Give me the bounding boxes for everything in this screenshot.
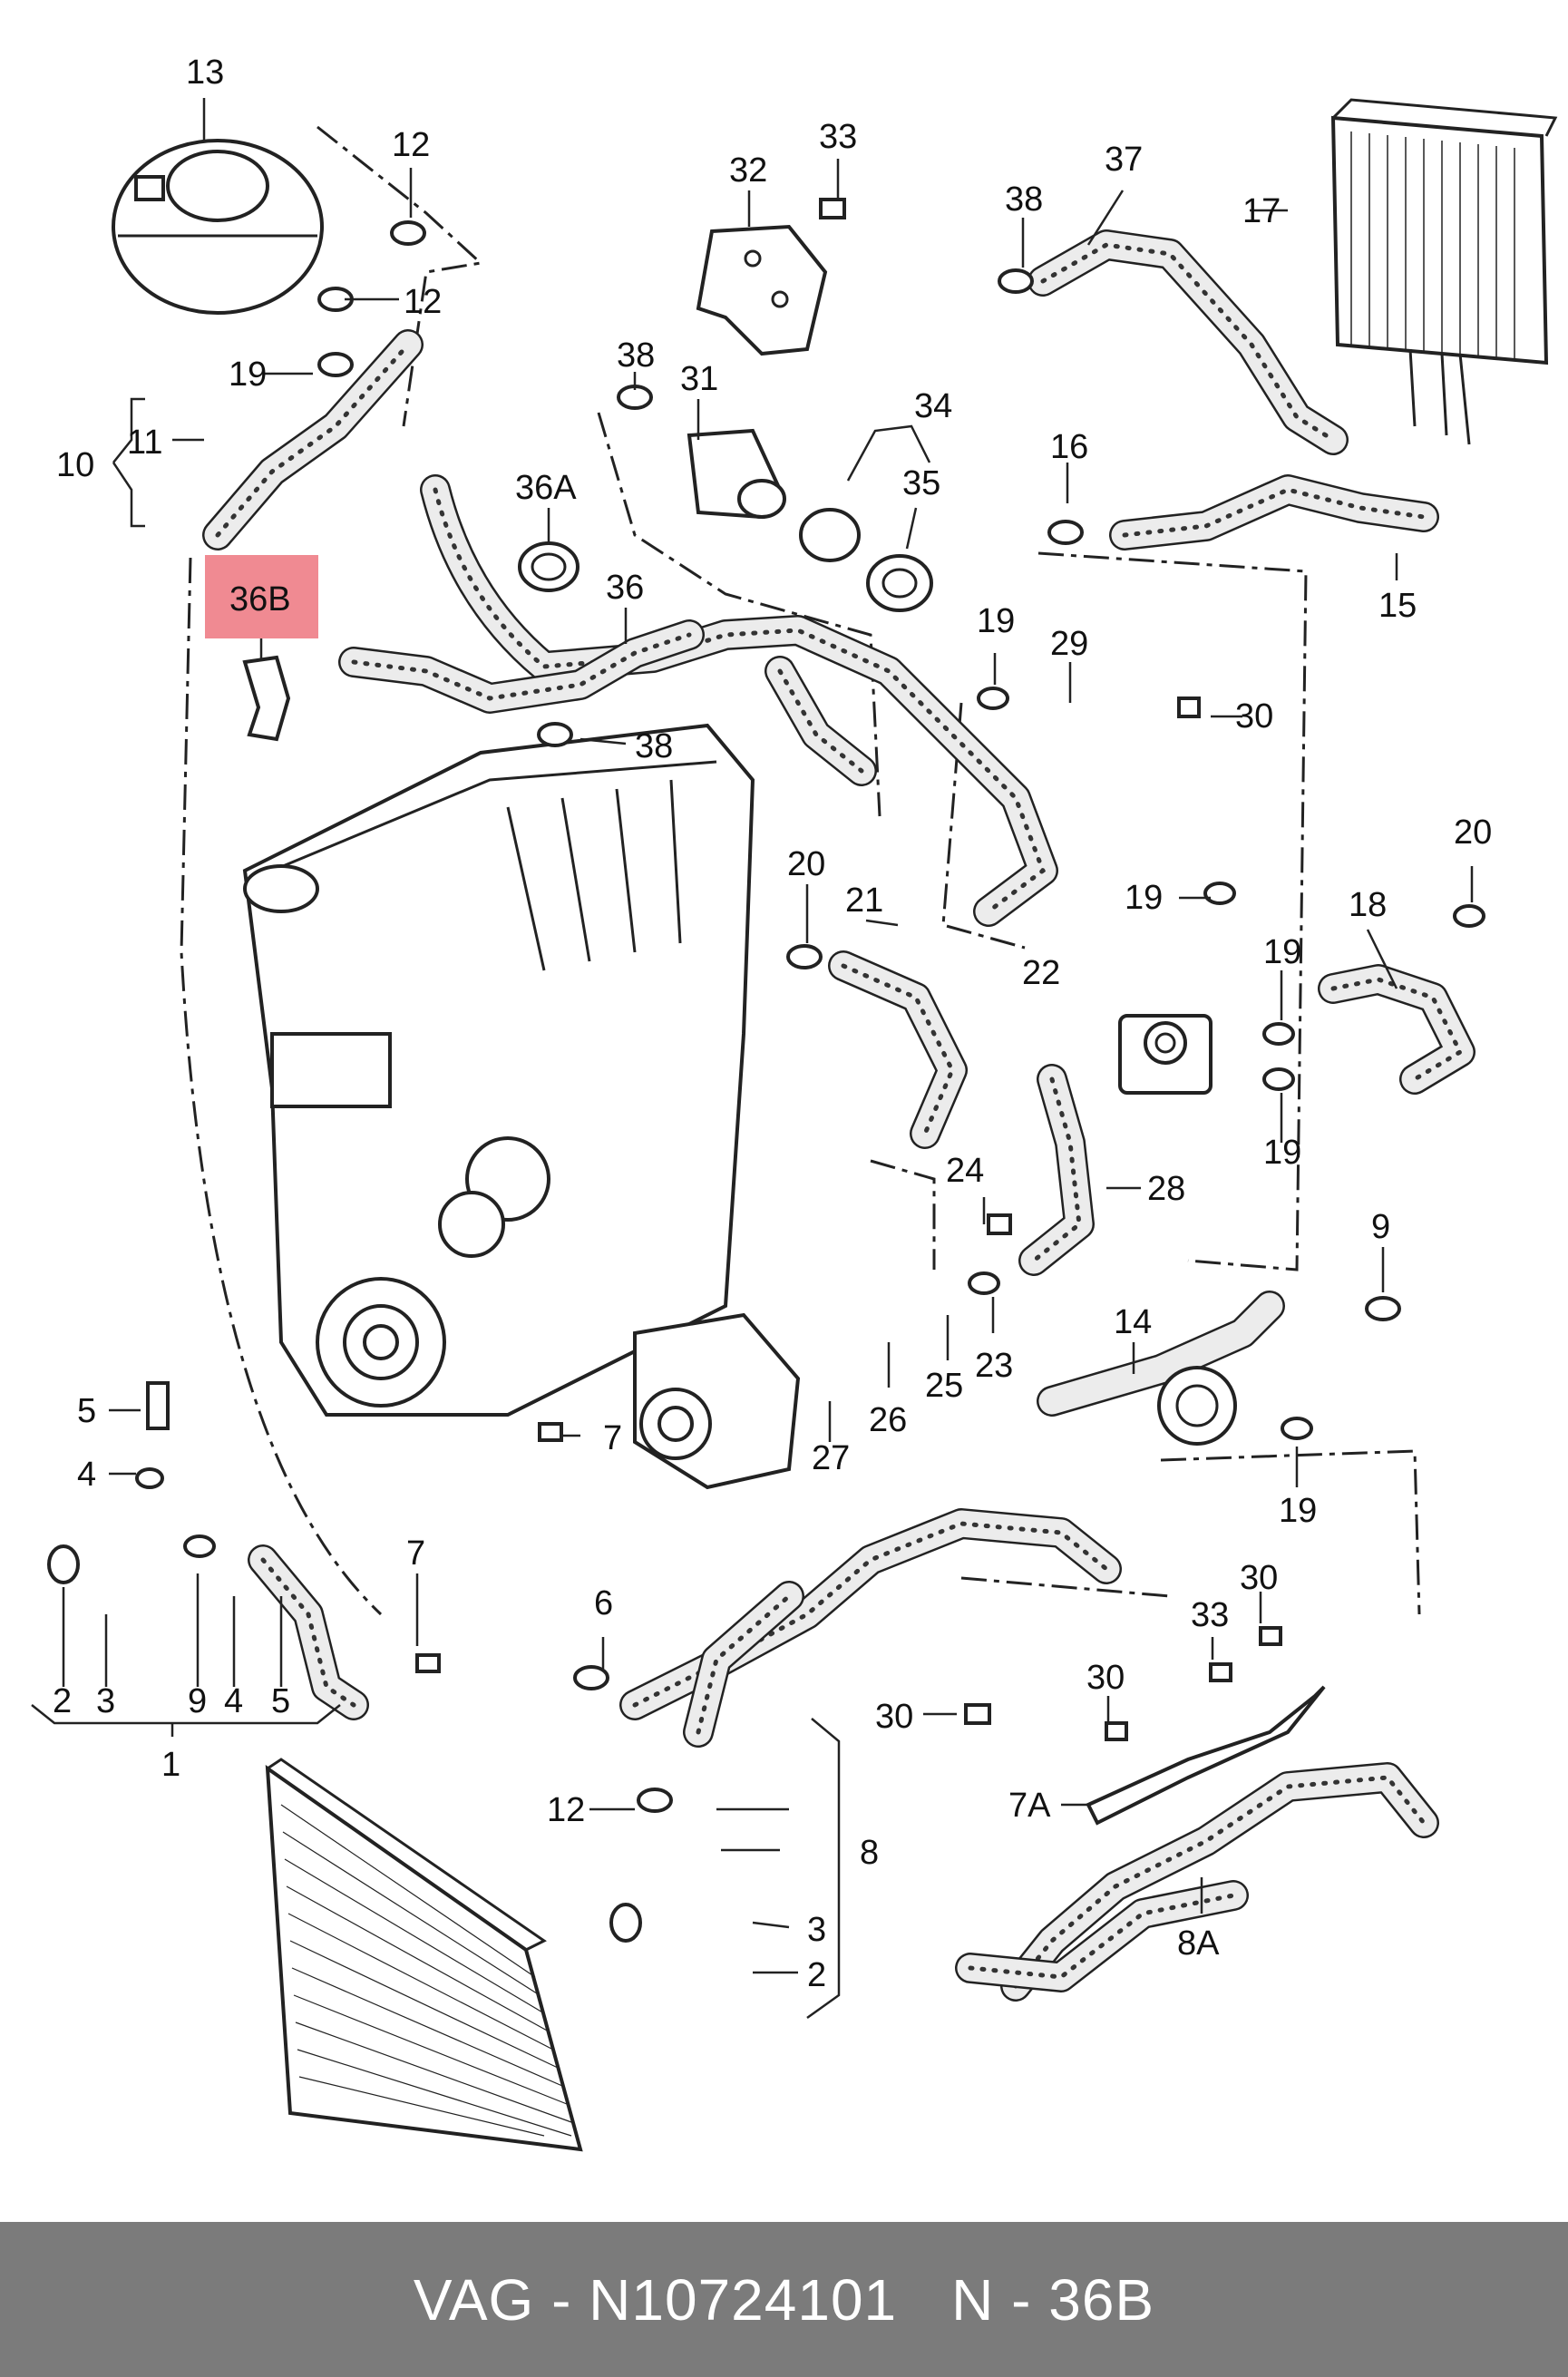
label-14: 14 — [1114, 1303, 1152, 1341]
label-7: 7 — [603, 1419, 622, 1457]
label-23: 23 — [975, 1347, 1013, 1385]
label-3: 3 — [807, 1911, 826, 1949]
label-27: 27 — [812, 1439, 850, 1477]
heater-core — [1330, 98, 1558, 445]
label-29: 29 — [1050, 625, 1088, 663]
label-37: 37 — [1105, 141, 1143, 179]
label-30: 30 — [1235, 697, 1273, 736]
label-32: 32 — [729, 151, 767, 190]
radiator — [265, 1758, 583, 2152]
label-7a: 7A — [1008, 1787, 1051, 1825]
sensor-ring — [799, 508, 933, 612]
label-8a: 8A — [1177, 1924, 1220, 1963]
label-2: 2 — [807, 1956, 826, 1994]
label-33: 33 — [1191, 1596, 1229, 1634]
labels: 13 12 12 19 10 11 36B 32 33 38 31 34 35 … — [53, 54, 1492, 1994]
label-12: 12 — [404, 283, 442, 321]
label-17: 17 — [1242, 192, 1281, 230]
label-34: 34 — [914, 387, 952, 425]
engine-block — [242, 723, 755, 1417]
flange — [1037, 1291, 1285, 1446]
label-35: 35 — [902, 464, 940, 502]
label-7: 7 — [406, 1534, 425, 1573]
label-20: 20 — [1454, 813, 1492, 852]
clip-36a — [518, 541, 579, 592]
label-2: 2 — [53, 1682, 72, 1720]
label-18: 18 — [1349, 886, 1387, 924]
label-9: 9 — [1371, 1208, 1390, 1246]
label-25: 25 — [925, 1367, 963, 1405]
label-36a: 36A — [515, 469, 577, 507]
label-19: 19 — [977, 602, 1015, 640]
label-4: 4 — [224, 1682, 243, 1720]
clip-36b — [242, 655, 291, 742]
label-12: 12 — [547, 1791, 585, 1829]
label-9: 9 — [188, 1682, 207, 1720]
label-12: 12 — [392, 126, 430, 164]
part-number: VAG - N10724101 — [413, 2266, 898, 2333]
label-19: 19 — [1279, 1492, 1317, 1530]
aux-pump — [687, 428, 786, 520]
parts-diagram: 13 12 12 19 10 11 36B 32 33 38 31 34 35 … — [31, 54, 1558, 2152]
leader-lines — [31, 98, 1474, 2020]
label-28: 28 — [1147, 1170, 1185, 1208]
label-31: 31 — [680, 360, 718, 398]
label-36: 36 — [606, 569, 644, 607]
label-26: 26 — [869, 1401, 907, 1439]
oil-cooler — [1118, 1014, 1213, 1095]
clamps — [47, 220, 1485, 1943]
bolts — [146, 198, 1282, 1741]
label-6: 6 — [594, 1584, 613, 1622]
label-21: 21 — [845, 882, 883, 920]
label-15: 15 — [1378, 587, 1417, 625]
label-3: 3 — [96, 1682, 115, 1720]
group-outlines — [180, 125, 1421, 1616]
position-label: N - 36B — [951, 2266, 1155, 2333]
label-16: 16 — [1050, 428, 1088, 466]
bracket — [696, 224, 828, 356]
label-22: 22 — [1022, 954, 1060, 992]
label-13: 13 — [186, 54, 224, 92]
label-1: 1 — [161, 1746, 180, 1784]
label-30: 30 — [1086, 1659, 1125, 1697]
label-10: 10 — [56, 446, 94, 484]
label-36b: 36B — [229, 580, 291, 619]
bracket-7a — [1086, 1685, 1326, 1826]
water-pump — [633, 1312, 801, 1490]
label-24: 24 — [946, 1152, 984, 1190]
label-19: 19 — [1125, 879, 1163, 917]
label-19: 19 — [1263, 1134, 1301, 1172]
label-20: 20 — [787, 845, 825, 883]
label-38: 38 — [617, 336, 655, 375]
label-33: 33 — [819, 118, 857, 156]
hoses — [202, 229, 1475, 2002]
label-5: 5 — [271, 1682, 290, 1720]
label-30: 30 — [875, 1698, 913, 1736]
highlight-box — [205, 555, 318, 638]
label-5: 5 — [77, 1392, 96, 1430]
label-19: 19 — [229, 356, 267, 394]
footer-bar: VAG - N10724101 N - 36B — [0, 2222, 1568, 2377]
label-30: 30 — [1240, 1559, 1278, 1597]
label-8: 8 — [860, 1834, 879, 1872]
label-11: 11 — [127, 424, 162, 462]
label-38: 38 — [635, 727, 673, 765]
label-4: 4 — [77, 1456, 96, 1494]
label-38: 38 — [1005, 180, 1043, 219]
expansion-tank — [112, 139, 324, 315]
label-19: 19 — [1263, 933, 1301, 971]
